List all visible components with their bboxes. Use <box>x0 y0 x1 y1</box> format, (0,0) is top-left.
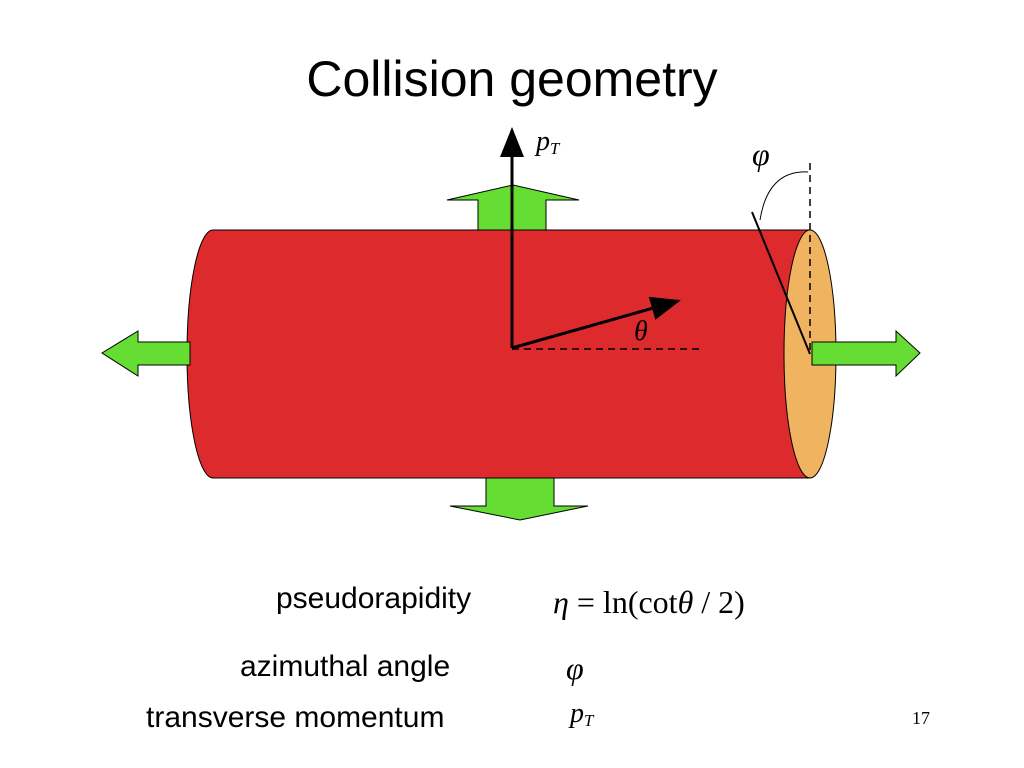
momentum-vector <box>511 296 681 350</box>
pseudorapidity-formula: η = ln(cotθ / 2) <box>553 584 745 620</box>
azimuthal-angle-symbol: φ <box>566 650 584 686</box>
transverse-momentum-symbol: pT <box>570 698 594 731</box>
pt-axis-label: pT <box>536 126 560 159</box>
phi-angle-arc <box>759 171 809 221</box>
right-beam-arrow <box>811 329 921 378</box>
down-flow-arrow <box>449 477 589 521</box>
cylinder-body <box>186 229 811 479</box>
slide-title: Collision geometry <box>306 51 718 107</box>
phi-angle-label: φ <box>752 136 770 172</box>
phi-direction-line <box>751 211 811 355</box>
pseudorapidity-label: pseudorapidity <box>276 582 472 615</box>
azimuthal-angle-label: azimuthal angle <box>240 650 451 683</box>
page-number: 17 <box>912 708 930 728</box>
left-beam-arrow <box>101 330 191 377</box>
theta-angle-label: θ <box>634 316 648 347</box>
transverse-momentum-label: transverse momentum <box>146 701 445 734</box>
